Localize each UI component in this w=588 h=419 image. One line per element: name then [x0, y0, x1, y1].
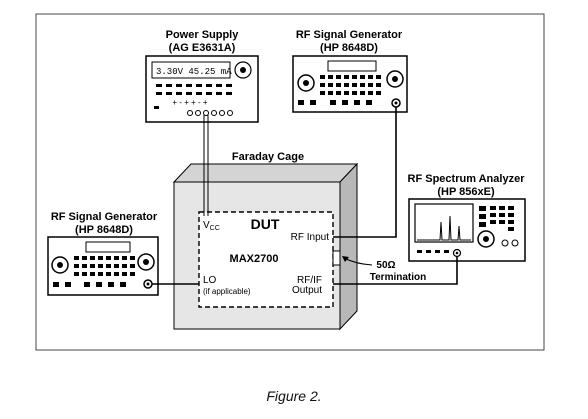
rf-gen-left-instrument	[47, 236, 159, 296]
power-supply-display	[151, 61, 231, 79]
dut-lo-note: (if applicable)	[203, 287, 251, 296]
rf-gen-top-model: (HP 8648D)	[320, 42, 378, 54]
termination-label: Termination	[370, 272, 426, 283]
dut-vcc-label: VCC	[203, 220, 220, 232]
outer-frame	[35, 13, 545, 351]
dut-title: DUT	[251, 216, 280, 232]
rf-gen-left-title: RF Signal Generator	[51, 211, 158, 223]
dut-box	[198, 211, 334, 308]
rf-gen-left-model: (HP 8648D)	[75, 224, 133, 236]
rf-gen-top-instrument	[292, 55, 408, 113]
power-supply-title: Power Supply	[166, 29, 240, 41]
spectrum-analyzer-screen	[414, 203, 474, 243]
dut-output-label: Output	[292, 285, 322, 296]
cable-rf-input	[333, 107, 397, 238]
dut-part: MAX2700	[230, 253, 279, 265]
rf-gen-top-title: RF Signal Generator	[296, 29, 403, 41]
power-supply-model: (AG E3631A)	[169, 42, 236, 54]
svg-text:+ - + + - +: + - + + - +	[172, 98, 207, 107]
dut-lo-label: LO	[203, 275, 217, 286]
power-supply-display-text: 3.30V 45.25 mA	[156, 67, 232, 77]
spectrum-analyzer-model: (HP 856xE)	[437, 186, 495, 198]
termination-connector-icon	[332, 250, 341, 266]
termination-value: 50Ω	[376, 260, 395, 271]
cable-rf-output	[333, 257, 458, 285]
spectrum-analyzer-title: RF Spectrum Analyzer	[408, 173, 526, 185]
spectrum-analyzer-instrument	[408, 198, 526, 262]
power-supply-instrument: 3.30V 45.25 mA + - + + - +	[145, 55, 259, 123]
dut-rf-input-label: RF Input	[291, 232, 330, 243]
faraday-cage-label: Faraday Cage	[232, 151, 304, 163]
figure-caption: Figure 2.	[266, 388, 322, 404]
dut-rf-if-label: RF/IF	[297, 275, 322, 286]
